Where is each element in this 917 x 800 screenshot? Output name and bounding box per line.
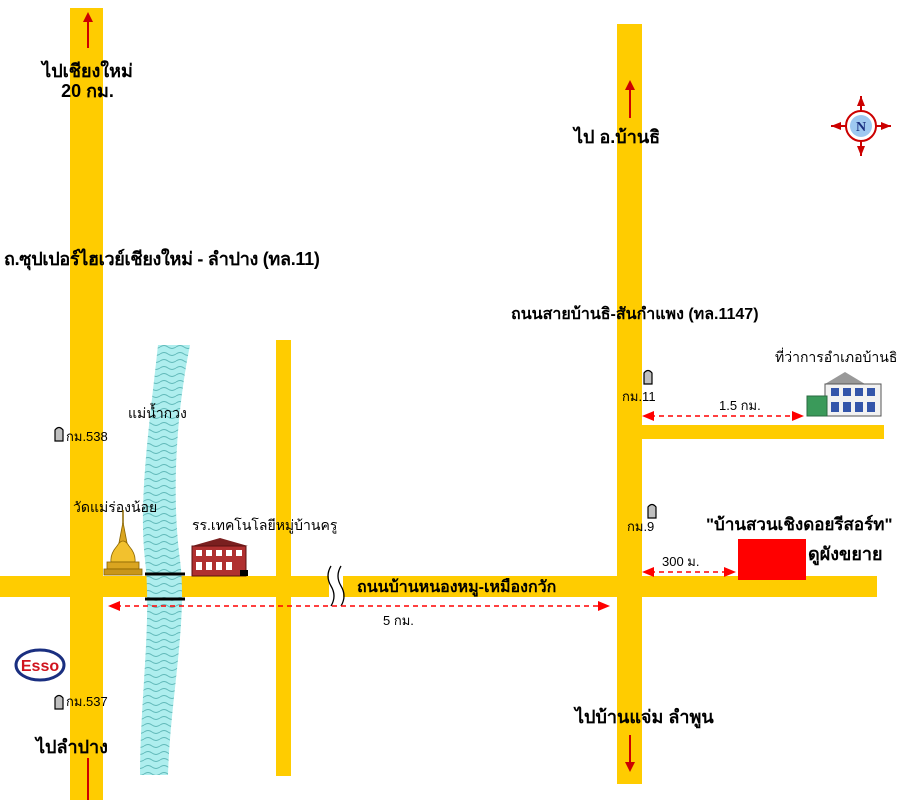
arrow-stem <box>629 735 631 765</box>
extension-label: ดูผังขยาย <box>808 544 883 564</box>
km-537-label: กม.537 <box>66 694 108 709</box>
road-district-office <box>630 425 884 439</box>
resort-label: "บ้านสวนเชิงดอยรีสอร์ท" <box>706 515 893 534</box>
river-label: แม่น้ำกวง <box>128 405 187 421</box>
km-post-icon <box>54 694 64 710</box>
resort-location-marker <box>738 539 806 580</box>
arrow-stem <box>87 758 89 800</box>
school-building-icon <box>191 538 248 577</box>
school-label: รร.เทคโนโลยีหมู่บ้านครู <box>192 517 338 533</box>
esso-logo: Esso <box>14 648 66 682</box>
distance-1-5km-label: 1.5 กม. <box>719 398 761 413</box>
direction-chiangmai-label: ไปเชียงใหม่ 20 กม. <box>30 61 145 102</box>
road-ban-thi-1147 <box>617 24 642 784</box>
km-post-icon <box>647 503 657 519</box>
road-ban-thi-label: ถนนสายบ้านธิ-สันกำแพง (ทล.1147) <box>511 306 759 323</box>
road-break-icon <box>327 565 345 607</box>
km-538-label: กม.538 <box>66 429 108 444</box>
road-superhighway-label: ถ.ซุปเปอร์ไฮเวย์เชียงใหม่ - ลำปาง (ทล.11… <box>4 249 320 269</box>
arrow-up-chiangmai-icon <box>83 12 93 22</box>
road-nong-mu <box>0 576 877 597</box>
bridge-icon <box>145 572 185 601</box>
direction-lamphun-label: ไปบ้านแจ่ม ลำพูน <box>575 707 714 727</box>
km-9-label: กม.9 <box>627 519 655 534</box>
km-11-label: กม.11 <box>622 389 656 404</box>
direction-lampang-label: ไปลำปาง <box>36 737 108 757</box>
arrow-up-ban-thi-icon <box>625 80 635 90</box>
distance-300m-label: 300 ม. <box>662 554 700 569</box>
distance-5km-label: 5 กม. <box>383 613 414 628</box>
compass-north-letter: N <box>856 120 866 135</box>
km-post-icon <box>643 369 653 385</box>
km-post-icon <box>54 426 64 442</box>
esso-logo-text: Esso <box>21 658 59 675</box>
road-superhighway-11 <box>70 8 103 800</box>
direction-chiangmai-distance: 20 กม. <box>61 80 114 101</box>
district-office-building-icon <box>806 372 882 417</box>
temple-label: วัดแม่ร่องน้อย <box>73 499 158 515</box>
road-nong-mu-label: ถนนบ้านหนองหมู-เหมืองกวัก <box>357 579 557 596</box>
arrow-stem <box>87 20 89 48</box>
road-school-lane <box>276 340 291 776</box>
temple-pagoda-icon <box>103 510 143 576</box>
direction-chiangmai-text: ไปเชียงใหม่ <box>42 61 133 81</box>
north-compass-icon: N <box>831 96 891 156</box>
arrow-stem <box>629 88 631 118</box>
district-office-label: ที่ว่าการอำเภอบ้านธิ <box>775 349 898 365</box>
direction-ban-thi-label: ไป อ.บ้านธิ <box>574 127 661 147</box>
arrow-down-lamphun-icon <box>625 762 635 772</box>
